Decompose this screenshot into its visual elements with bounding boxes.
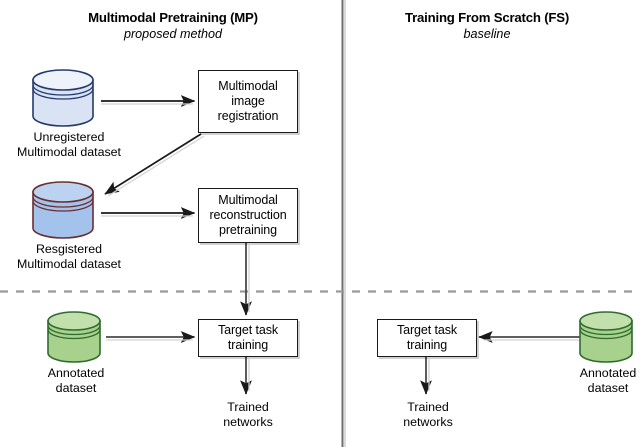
output-label-trained-networks-mp: Trained networks bbox=[223, 400, 273, 429]
process-box-label: Multimodal image registration bbox=[217, 79, 279, 123]
panel-title-fs: Training From Scratch (FS) bbox=[404, 10, 570, 25]
arrow-target-task-to-trained-networks-fs bbox=[420, 357, 432, 395]
arrow-registered-to-reconstruction bbox=[101, 207, 196, 219]
process-box-target-task-training-fs[interactable]: Target task training bbox=[377, 319, 477, 357]
database-cylinder-unregistered bbox=[32, 69, 94, 127]
process-box-label: Target task training bbox=[217, 323, 279, 352]
output-label-trained-networks-fs: Trained networks bbox=[403, 400, 453, 429]
panel-subtitle-mp: proposed method bbox=[123, 27, 223, 41]
process-box-label: Target task training bbox=[396, 323, 458, 352]
process-box-target-task-training-mp[interactable]: Target task training bbox=[198, 319, 298, 357]
dataset-caption-unregistered: Unregistered Multimodal dataset bbox=[17, 130, 121, 159]
dataset-caption-registered: Resgistered Multimodal dataset bbox=[17, 242, 121, 271]
panel-title-mp: Multimodal Pretraining (MP) bbox=[88, 10, 258, 25]
process-box-label: Multimodal reconstruction pretraining bbox=[209, 193, 287, 237]
arrow-annotated-to-target-task-fs bbox=[478, 331, 582, 343]
process-box-multimodal-reconstruction-pretraining[interactable]: Multimodal reconstruction pretraining bbox=[198, 188, 298, 243]
database-cylinder-registered bbox=[32, 181, 94, 239]
dataset-caption-annotated-mp: Annotated dataset bbox=[47, 366, 105, 395]
process-box-multimodal-image-registration[interactable]: Multimodal image registration bbox=[198, 70, 298, 133]
arrow-registration-to-registered bbox=[104, 133, 205, 197]
arrow-annotated-to-target-task-mp bbox=[106, 331, 196, 343]
panel-subtitle-fs: baseline bbox=[463, 27, 511, 41]
database-cylinder-annotated-mp bbox=[47, 311, 101, 363]
arrow-unregistered-to-registration bbox=[101, 95, 196, 107]
arrow-target-task-to-trained-networks-mp bbox=[240, 357, 252, 395]
dataset-caption-annotated-fs: Annotated dataset bbox=[579, 366, 637, 395]
database-cylinder-annotated-fs bbox=[579, 311, 633, 363]
arrow-reconstruction-to-target-task bbox=[240, 243, 252, 316]
